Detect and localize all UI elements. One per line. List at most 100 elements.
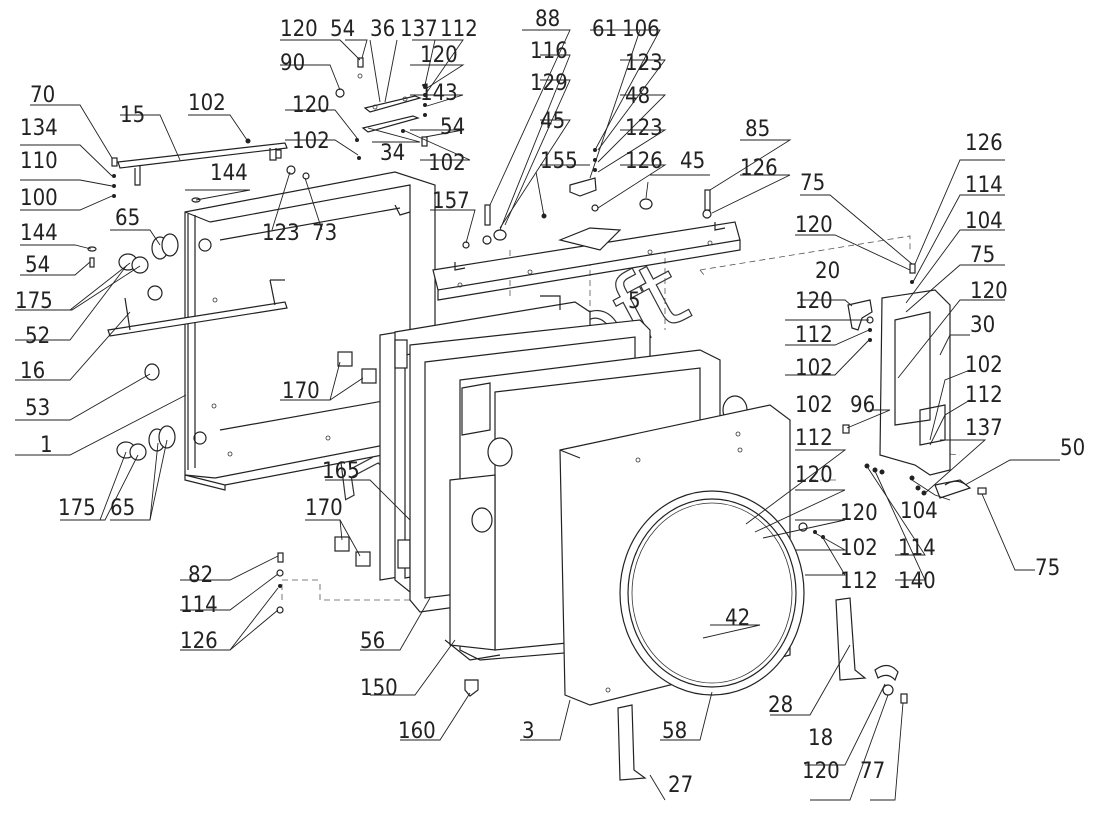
- callout-15: 15: [120, 103, 145, 128]
- callout-120-f: 120: [795, 289, 833, 314]
- callout-155: 155: [540, 149, 578, 174]
- callout-16: 16: [20, 359, 45, 384]
- callout-126-b: 126: [740, 156, 778, 181]
- callout-112: 112: [440, 17, 478, 42]
- bracket-20: [847, 299, 873, 331]
- callout-27: 27: [668, 773, 693, 798]
- callout-70: 70: [30, 83, 55, 108]
- callout-102-e: 102: [965, 353, 1003, 378]
- callout-88: 88: [535, 7, 560, 32]
- callout-36: 36: [370, 17, 395, 42]
- callout-120-i: 120: [802, 759, 840, 784]
- callout-54: 54: [330, 17, 355, 42]
- callout-123: 123: [625, 51, 663, 76]
- clamp-50: [934, 479, 972, 499]
- callout-175: 175: [15, 289, 53, 314]
- callout-123-b: 123: [625, 116, 663, 141]
- brackets-36-34: [361, 95, 422, 133]
- callout-42: 42: [725, 606, 750, 631]
- callout-120-e: 120: [970, 279, 1008, 304]
- callout-120-g: 120: [795, 463, 833, 488]
- callout-120-c: 120: [292, 93, 330, 118]
- callout-45-b: 45: [680, 149, 705, 174]
- callout-144: 144: [210, 161, 248, 186]
- callout-85: 85: [745, 117, 770, 142]
- callout-18: 18: [808, 726, 833, 751]
- callout-170: 170: [282, 379, 320, 404]
- callout-114-b: 114: [898, 536, 936, 561]
- callout-54-b: 54: [440, 115, 465, 140]
- callout-34: 34: [380, 141, 405, 166]
- callout-54-c: 54: [25, 253, 50, 278]
- callout-65: 65: [115, 206, 140, 231]
- fan-ring-58: [619, 490, 805, 696]
- callout-120-b: 120: [420, 43, 458, 68]
- callout-112-d: 112: [795, 426, 833, 451]
- hose-fittings-left: [116, 233, 179, 461]
- callout-65-b: 65: [110, 496, 135, 521]
- callout-3: 3: [522, 719, 535, 744]
- callout-144-b: 144: [20, 221, 58, 246]
- callout-112-e: 112: [840, 569, 878, 594]
- callout-126-c: 126: [965, 131, 1003, 156]
- bracket-61: [569, 177, 597, 197]
- callout-96: 96: [850, 393, 875, 418]
- callout-106: 106: [622, 17, 660, 42]
- callout-143: 143: [420, 81, 458, 106]
- callout-28: 28: [768, 693, 793, 718]
- callout-1: 1: [40, 433, 53, 458]
- callout-120-h: 120: [840, 501, 878, 526]
- callout-157: 157: [432, 189, 470, 214]
- callout-150: 150: [360, 676, 398, 701]
- callout-140: 140: [898, 569, 936, 594]
- callout-48: 48: [625, 84, 650, 109]
- callout-170-b: 170: [305, 496, 343, 521]
- callout-102-c: 102: [292, 129, 330, 154]
- callout-114-c: 114: [180, 593, 218, 618]
- bracket-27: [617, 704, 647, 781]
- callout-90: 90: [280, 51, 305, 76]
- callout-58: 58: [662, 719, 687, 744]
- callout-110: 110: [20, 149, 58, 174]
- callout-102-g: 102: [840, 536, 878, 561]
- callout-50: 50: [1060, 436, 1085, 461]
- callout-75-b: 75: [970, 243, 995, 268]
- callout-102-d: 102: [795, 356, 833, 381]
- callout-52: 52: [25, 324, 50, 349]
- callout-104-b: 104: [900, 499, 938, 524]
- side-panel-30: [879, 289, 951, 476]
- callout-100: 100: [20, 186, 58, 211]
- callout-126: 126: [625, 149, 663, 174]
- clamp-18: [874, 664, 899, 682]
- callout-56: 56: [360, 629, 385, 654]
- callout-102-f: 102: [795, 393, 833, 418]
- callout-134: 134: [20, 116, 58, 141]
- callout-129: 129: [530, 71, 568, 96]
- callout-102: 102: [188, 91, 226, 116]
- part-top-bracket-5: [432, 221, 741, 301]
- callout-30: 30: [970, 313, 995, 338]
- callout-116: 116: [530, 39, 568, 64]
- callout-112-c: 112: [965, 383, 1003, 408]
- callout-45: 45: [540, 109, 565, 134]
- callout-137-b: 137: [965, 416, 1003, 441]
- callout-82: 82: [188, 563, 213, 588]
- callout-120-d: 120: [795, 213, 833, 238]
- callout-175-b: 175: [58, 496, 96, 521]
- callout-126-d: 126: [180, 629, 218, 654]
- callout-160: 160: [398, 719, 436, 744]
- callout-137: 137: [400, 17, 438, 42]
- callout-61: 61: [592, 17, 617, 42]
- part-bar-15: [117, 142, 288, 186]
- part-bar-16: [107, 279, 288, 337]
- callout-104: 104: [965, 209, 1003, 234]
- callout-75-c: 75: [1035, 556, 1060, 581]
- callout-120: 120: [280, 17, 318, 42]
- callout-123-c: 123: [262, 221, 300, 246]
- bracket-28: [835, 597, 867, 681]
- callout-114: 114: [965, 173, 1003, 198]
- callout-75: 75: [800, 171, 825, 196]
- callout-165: 165: [322, 459, 360, 484]
- callout-102-b: 102: [428, 151, 466, 176]
- callout-20: 20: [815, 259, 840, 284]
